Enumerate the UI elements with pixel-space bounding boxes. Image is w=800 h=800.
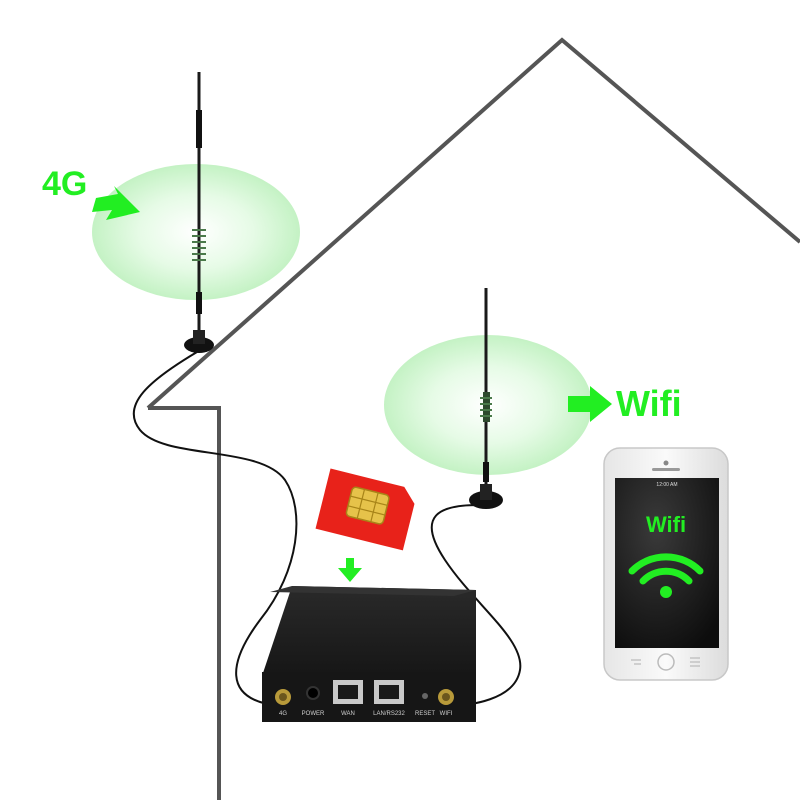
wifi-signal-icon	[628, 553, 704, 585]
house-outline	[146, 37, 800, 800]
wifi-antenna-cable	[430, 504, 522, 707]
port-label-wan: WAN	[341, 711, 355, 717]
arrow-down-icon	[338, 558, 362, 582]
port-label-4g: 4G	[279, 711, 287, 717]
port-label-power: POWER	[302, 711, 325, 717]
port-label-wifi: WIFI	[440, 711, 453, 717]
antenna-4g-icon	[184, 72, 214, 353]
arrow-right-icon	[568, 386, 612, 422]
sim-card-icon	[315, 468, 415, 551]
smartphone-icon: 12:00 AM Wifi	[603, 447, 729, 681]
phone-wifi-label: Wifi	[646, 512, 686, 537]
4g-antenna-cable	[132, 351, 298, 707]
arrow-right-icon	[92, 186, 140, 220]
port-label-reset: RESET	[415, 711, 435, 717]
port-label-lan: LAN/RS232	[373, 711, 405, 717]
wifi-label: Wifi	[616, 383, 682, 424]
router-icon: 4G POWER WAN LAN/RS232 RESET WIFI	[262, 586, 476, 722]
cellular-label: 4G	[42, 165, 87, 203]
phone-status-time: 12:00 AM	[656, 482, 677, 488]
antenna-wifi-icon	[469, 288, 503, 509]
4g-signal-halo	[92, 164, 300, 300]
